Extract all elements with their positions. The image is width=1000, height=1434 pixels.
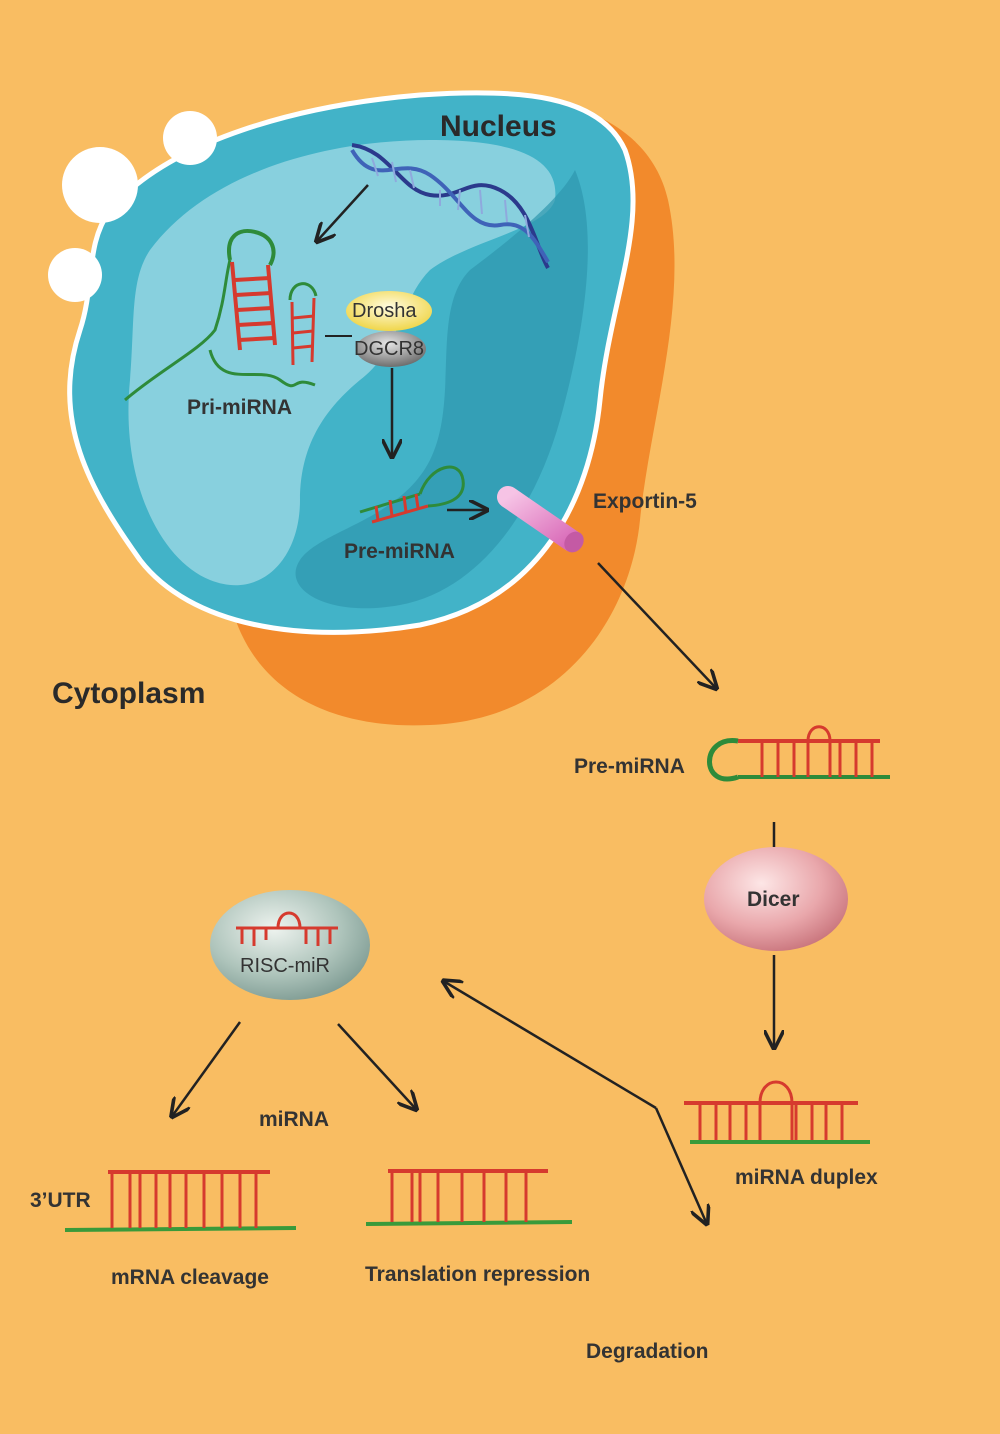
- arrow-export-to-cytoplasm: [597, 562, 715, 687]
- exportin-5-channel: [497, 486, 584, 553]
- risc-mirna-strand: [236, 911, 338, 946]
- nucleus-light-region: [128, 140, 556, 586]
- vesicles: [48, 111, 217, 302]
- drosha-label: Drosha: [352, 300, 417, 322]
- dna-helix-icon: [350, 143, 550, 269]
- arrow-duplex-to-degradation: [654, 1107, 706, 1222]
- pri-mirna-structure: [124, 229, 318, 402]
- arrow-duplex-to-risc: [445, 982, 657, 1110]
- risc-complex: [210, 890, 370, 1000]
- degradation-fragments: [680, 1261, 950, 1357]
- pri-mirna-label: Pri-miRNA: [187, 396, 293, 419]
- arrow-dna-to-pri: [318, 184, 369, 240]
- mirna-duplex-structure: [684, 1080, 870, 1144]
- risc-label: RISC-miR: [240, 955, 330, 977]
- translation-repression-label: Translation repression: [365, 1263, 591, 1286]
- pre-mirna-nucleus-structure: [359, 465, 465, 524]
- dicer-label: Dicer: [747, 888, 800, 911]
- translation-repression-target: [365, 1169, 573, 1226]
- mirna-duplex-label: miRNA duplex: [735, 1166, 878, 1189]
- nucleus-label: Nucleus: [440, 110, 557, 143]
- mrna-cleavage-target: [64, 1170, 297, 1232]
- arrow-risc-to-repression: [337, 1023, 415, 1108]
- exportin-label: Exportin-5: [593, 490, 697, 513]
- dicer-enzyme: [704, 847, 848, 951]
- dgcr8-protein: [356, 331, 426, 367]
- mirna-label: miRNA: [259, 1108, 330, 1131]
- arrow-risc-to-cleavage: [173, 1021, 242, 1115]
- drosha-protein: [346, 291, 432, 331]
- pre-mirna-nucleus-label: Pre-miRNA: [344, 540, 455, 563]
- mrna-cleavage-label: mRNA cleavage: [111, 1266, 269, 1289]
- pre-mirna-cytoplasm-label: Pre-miRNA: [574, 755, 685, 778]
- dgcr8-label: DGCR8: [354, 338, 425, 360]
- utr-label: 3’UTR: [30, 1189, 91, 1212]
- pre-mirna-cytoplasm-structure: [707, 725, 890, 782]
- degradation-label: Degradation: [586, 1340, 709, 1363]
- cytoplasm-label: Cytoplasm: [52, 677, 206, 710]
